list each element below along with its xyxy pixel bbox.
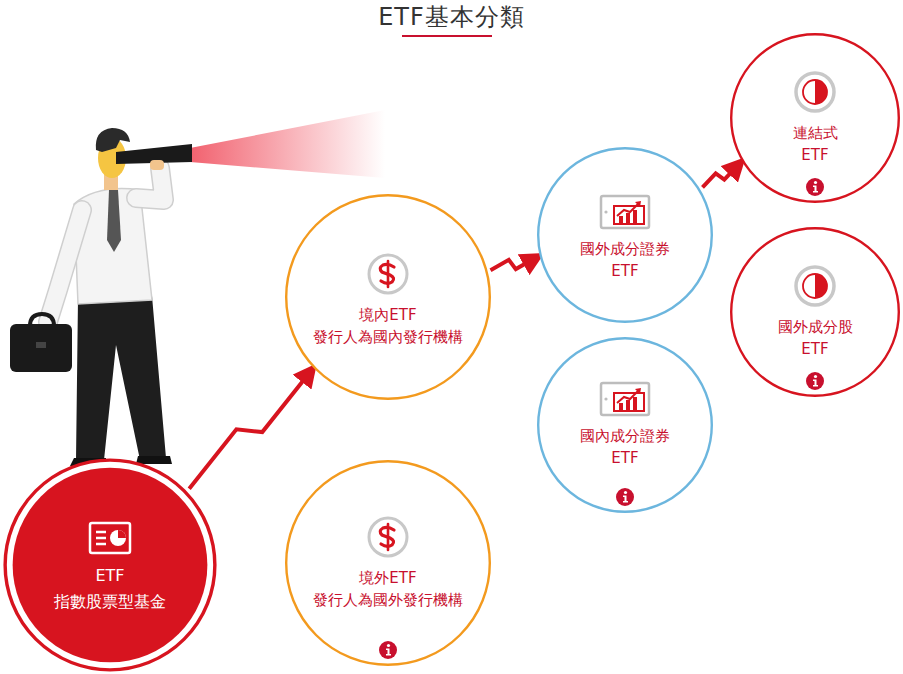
node-body: 發行人為國內發行機構 xyxy=(313,326,463,348)
circle-outline xyxy=(537,337,713,513)
businessman xyxy=(10,128,192,466)
category-circle-node: 境內ETF發行人為國內發行機構 xyxy=(285,194,491,400)
node-heading: 境外ETF xyxy=(359,567,416,589)
chart-icon xyxy=(599,194,651,230)
circle-outline xyxy=(285,460,491,666)
half-circle-icon xyxy=(793,70,837,114)
circle-outline xyxy=(730,227,900,397)
node-body: 發行人為國外發行機構 xyxy=(313,589,463,611)
category-circle-node: 國外成分證券 ETF xyxy=(537,147,713,323)
telescope-beam xyxy=(190,110,385,178)
node-body: 指數股票型基金 xyxy=(54,589,166,615)
main-circle-node: ETF指數股票型基金 xyxy=(3,458,217,672)
node-heading: ETF xyxy=(95,563,124,589)
category-circle-node: 國內成分證券 ETF xyxy=(537,337,713,513)
circle-outline xyxy=(537,147,713,323)
node-heading: 國外成分證券 ETF xyxy=(576,238,674,282)
category-circle-node: 國外成分股 ETF xyxy=(730,227,900,397)
info-icon xyxy=(805,177,825,197)
circle-outline xyxy=(3,458,217,672)
node-heading: 境內ETF xyxy=(359,304,416,326)
diagram-title: ETF基本分類 xyxy=(0,2,903,32)
half-circle-icon xyxy=(793,264,837,308)
category-circle-node: 境外ETF發行人為國外發行機構 xyxy=(285,460,491,666)
dollar-icon xyxy=(366,515,410,559)
circle-outline xyxy=(285,194,491,400)
chart-icon xyxy=(599,381,651,417)
info-icon xyxy=(805,371,825,391)
circle-outline xyxy=(730,33,900,203)
zigzag-arrow xyxy=(703,166,738,188)
document-icon xyxy=(88,521,132,555)
category-circle-node: 連結式 ETF xyxy=(730,33,900,203)
title-underline xyxy=(402,35,492,37)
info-icon xyxy=(378,640,398,660)
node-heading: 國外成分股 ETF xyxy=(774,316,857,360)
dollar-icon xyxy=(366,252,410,296)
node-heading: 國內成分證券 ETF xyxy=(576,425,674,469)
zigzag-arrow xyxy=(189,373,309,489)
info-icon xyxy=(615,487,635,507)
zigzag-arrow xyxy=(491,259,535,270)
node-heading: 連結式 ETF xyxy=(789,122,842,166)
